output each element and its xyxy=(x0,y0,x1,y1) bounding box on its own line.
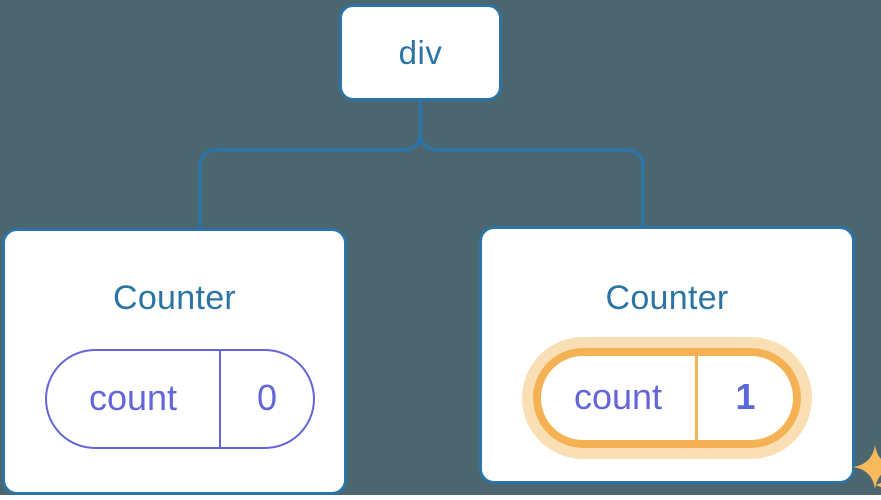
node-counter-left-title: Counter xyxy=(112,279,237,317)
state-pill-right[interactable]: count 1 xyxy=(533,348,801,448)
state-pill-right-wrapper: count 1 xyxy=(522,337,881,490)
state-value-left: 0 xyxy=(256,376,278,418)
connector-edge-right xyxy=(418,99,645,230)
node-root-div[interactable]: div xyxy=(339,4,502,101)
sparkle-icon-large xyxy=(852,444,881,490)
state-pill-glow-ring xyxy=(522,337,812,459)
node-counter-right-title: Counter xyxy=(605,279,729,317)
state-pill-left[interactable]: count 0 xyxy=(45,349,315,449)
state-key-right: count xyxy=(541,356,698,440)
node-counter-left[interactable]: Counter count 0 xyxy=(2,228,347,495)
node-root-label: div xyxy=(398,34,443,71)
sparkle-icon-small xyxy=(874,482,881,488)
node-counter-right[interactable]: Counter count 1 xyxy=(479,226,881,490)
state-value-right: 1 xyxy=(735,375,756,417)
connector-edge-left xyxy=(198,99,423,230)
state-key-left: count xyxy=(47,351,221,447)
